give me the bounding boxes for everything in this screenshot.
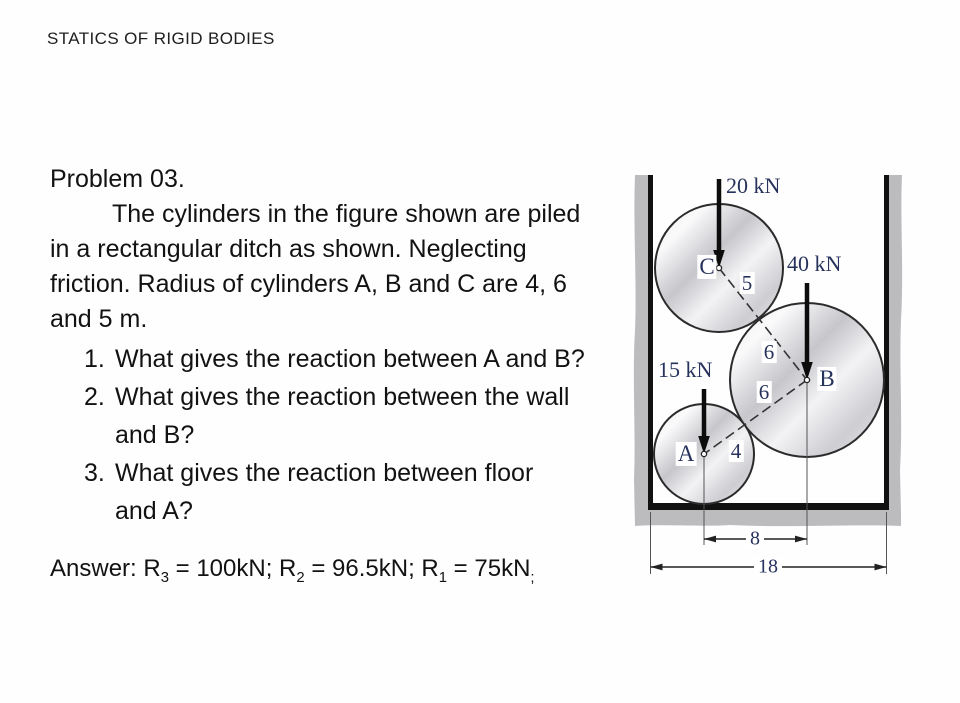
force-arrow-b (801, 283, 813, 380)
dimension-label-18: 18 (754, 556, 782, 578)
problem-body-line: and 5 m. (50, 305, 148, 333)
problem-body-line: friction. Radius of cylinders A, B and C… (50, 270, 567, 298)
question-item-1: 1. What gives the reaction between A and… (50, 340, 635, 378)
radius-label-b-lower: 6 (756, 379, 772, 404)
cylinder-label-b: B (817, 365, 837, 392)
page-title: STATICS OF RIGID BODIES (47, 29, 275, 48)
question-text: What gives the reaction between floor an… (115, 459, 534, 525)
radius-label-b-upper: 6 (761, 339, 777, 364)
problem-heading: Problem 03. (50, 165, 185, 193)
right-wall (884, 175, 889, 510)
cylinder-label-a: A (675, 440, 697, 467)
question-text: What gives the reaction between A and B? (115, 345, 585, 373)
answer-line: Answer: R3 = 100kN; R2 = 96.5kN; R1 = 75… (50, 555, 535, 586)
force-label-a: 15 kN (658, 357, 713, 382)
left-wall (648, 175, 653, 510)
center-line-b-a (703, 379, 808, 455)
question-item-3: 3. What gives the reaction between floor… (50, 454, 635, 530)
problem-body-line: The cylinders in the figure shown are pi… (112, 200, 581, 228)
question-number: 2. (84, 383, 105, 411)
figure-diagram: 20 kN 40 kN 15 kN C B A 5 6 6 4 8 18 (630, 150, 960, 610)
force-arrow-a (698, 389, 710, 454)
problem-text-block: Problem 03. The cylinders in the figure … (50, 162, 635, 596)
center-dot-c (715, 264, 723, 272)
center-dot-b (803, 376, 811, 384)
force-label-b: 40 kN (787, 251, 842, 276)
question-item-2: 2. What gives the reaction between the w… (50, 378, 635, 454)
question-number: 1. (84, 345, 105, 373)
question-list: 1. What gives the reaction between A and… (50, 340, 635, 530)
cylinder-label-c: C (697, 253, 717, 280)
ditch-floor (648, 503, 889, 510)
radius-label-a: 4 (728, 438, 744, 463)
center-dot-a (700, 450, 708, 458)
question-text: What gives the reaction between the wall… (115, 383, 570, 449)
radius-label-c: 5 (739, 270, 755, 295)
center-line-c-b (718, 267, 808, 381)
dimension-label-8: 8 (746, 528, 764, 550)
force-label-c: 20 kN (726, 173, 781, 198)
problem-body-line: in a rectangular ditch as shown. Neglect… (50, 235, 527, 263)
force-arrow-c (713, 179, 725, 268)
question-number: 3. (84, 459, 105, 487)
